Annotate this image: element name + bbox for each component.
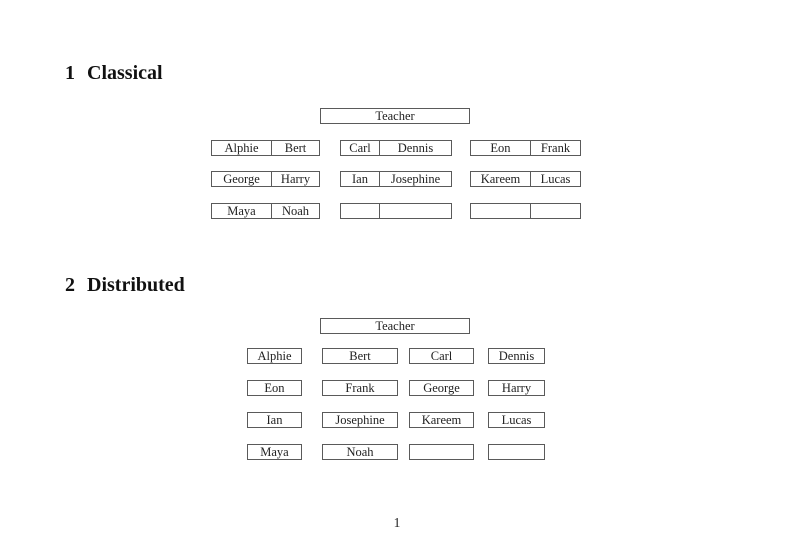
section-heading-classical: 1 Classical (65, 62, 163, 84)
teacher-box: Teacher (320, 108, 470, 124)
section-number: 1 (65, 62, 75, 84)
seat-name: Alphie (212, 141, 272, 155)
seat-name: Bert (284, 141, 307, 155)
seat-name: Eon (471, 141, 531, 155)
seat-box: Alphie (247, 348, 302, 364)
seat-name: Frank (540, 141, 571, 155)
seat-box-empty (409, 444, 474, 460)
desk: Ian Josephine (340, 171, 452, 187)
seat-box: George (409, 380, 474, 396)
section-title: Distributed (87, 274, 185, 296)
seat-box: Ian (247, 412, 302, 428)
desk-empty (340, 203, 452, 219)
seat-box: Lucas (488, 412, 545, 428)
seat-box: Dennis (488, 348, 545, 364)
seat-name: Carl (341, 141, 380, 155)
seat-box-empty (488, 444, 545, 460)
seat-empty (471, 204, 531, 218)
seat-box: Noah (322, 444, 398, 460)
desk: George Harry (211, 171, 320, 187)
seat-empty (531, 204, 580, 218)
desk: Kareem Lucas (470, 171, 581, 187)
seat-box: Frank (322, 380, 398, 396)
page-number: 1 (393, 515, 401, 530)
teacher-box: Teacher (320, 318, 470, 334)
seat-box: Kareem (409, 412, 474, 428)
seat-name: Ian (341, 172, 380, 186)
desk: Alphie Bert (211, 140, 320, 156)
seat-name: Josephine (390, 172, 441, 186)
seat-name: Maya (212, 204, 272, 218)
desk: Eon Frank (470, 140, 581, 156)
seat-box: Josephine (322, 412, 398, 428)
seat-name: Dennis (397, 141, 434, 155)
seat-box: Bert (322, 348, 398, 364)
desk: Maya Noah (211, 203, 320, 219)
seat-name: Kareem (471, 172, 531, 186)
desk-empty (470, 203, 581, 219)
seat-box: Carl (409, 348, 474, 364)
seat-box: Harry (488, 380, 545, 396)
section-title: Classical (87, 62, 163, 84)
seat-name: George (212, 172, 272, 186)
desk: Carl Dennis (340, 140, 452, 156)
seat-box: Eon (247, 380, 302, 396)
section-number: 2 (65, 274, 75, 296)
seat-empty (380, 204, 451, 218)
section-heading-distributed: 2 Distributed (65, 274, 185, 296)
seat-name: Noah (281, 204, 310, 218)
seat-name: Harry (280, 172, 311, 186)
seat-empty (341, 204, 380, 218)
seat-name: Lucas (540, 172, 571, 186)
seat-box: Maya (247, 444, 302, 460)
